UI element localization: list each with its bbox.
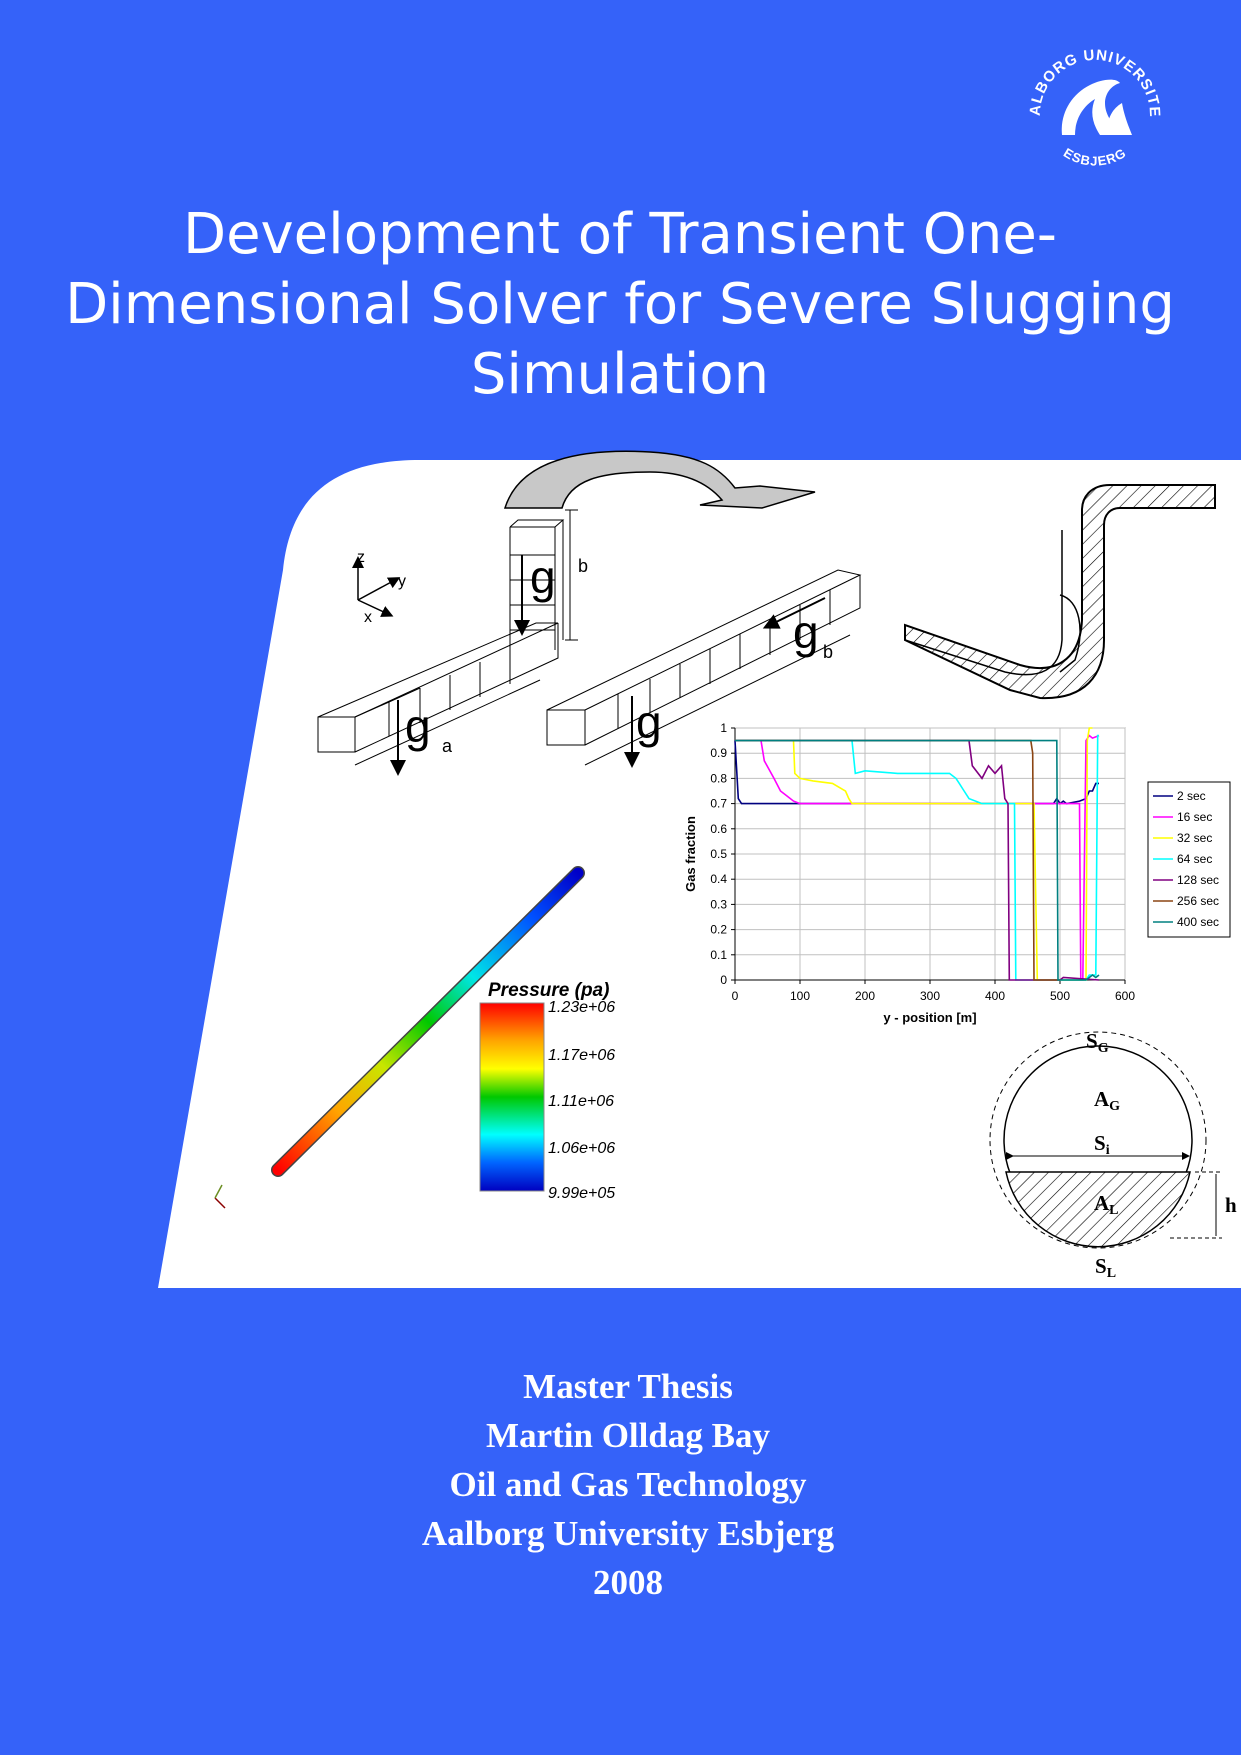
axis-z-label: z <box>357 549 365 566</box>
thesis-title: Development of Transient One- Dimensiona… <box>20 200 1220 410</box>
pressure-tick: 1.23e+06 <box>548 999 615 1016</box>
curved-arrow-icon <box>503 450 816 509</box>
pressure-legend-ticks: 1.23e+06 1.17e+06 1.11e+06 1.06e+06 9.99… <box>548 999 615 1202</box>
al-subscript: L <box>1109 1203 1118 1218</box>
x-tick-label: 0 <box>732 989 739 1003</box>
ag-label: A <box>1094 1087 1110 1111</box>
y-tick-label: 0.2 <box>710 923 727 937</box>
series-line <box>735 727 1093 981</box>
sl-label: S <box>1095 1254 1107 1278</box>
svg-text:AG: AG <box>1094 1087 1120 1114</box>
pressure-tick: 9.99e+05 <box>548 1185 615 1202</box>
y-tick-label: 0.6 <box>710 822 727 836</box>
axis-x-label: x <box>364 609 372 626</box>
gravity-label-b: b <box>823 642 833 662</box>
svg-text:SL: SL <box>1095 1254 1116 1281</box>
pressure-color-bar <box>479 1002 545 1192</box>
footer-year: 2008 <box>593 1563 663 1602</box>
si-subscript: i <box>1106 1143 1110 1158</box>
logo-text-bottom: ESBJERG <box>1061 145 1128 169</box>
legend-label: 2 sec <box>1177 789 1206 803</box>
x-tick-label: 100 <box>790 989 810 1003</box>
legend-label: 128 sec <box>1177 873 1219 887</box>
x-tick-label: 500 <box>1050 989 1070 1003</box>
svg-text:ESBJERG: ESBJERG <box>1061 145 1129 169</box>
length-label: b <box>578 556 588 576</box>
gravity-symbol-left: g <box>405 700 431 752</box>
svg-text:Si: Si <box>1094 1131 1110 1158</box>
pressure-legend-title: Pressure (pa) <box>488 980 609 1001</box>
al-label: A <box>1094 1191 1110 1215</box>
legend-label: 16 sec <box>1177 810 1212 824</box>
x-tick-label: 600 <box>1115 989 1135 1003</box>
legend-label: 400 sec <box>1177 915 1219 929</box>
title-line-2: Dimensional Solver for Severe Slugging <box>65 272 1175 337</box>
x-tick-label: 200 <box>855 989 875 1003</box>
pressure-tick: 1.06e+06 <box>548 1140 615 1157</box>
ag-subscript: G <box>1109 1099 1120 1114</box>
pressure-tick: 1.17e+06 <box>548 1047 615 1064</box>
legend-label: 32 sec <box>1177 831 1212 845</box>
footer-author: Martin Olldag Bay <box>486 1416 770 1455</box>
series-line <box>735 739 1100 981</box>
logo-waves-icon <box>1061 79 1132 135</box>
footer-program: Oil and Gas Technology <box>449 1465 807 1504</box>
gravity-label-a: a <box>442 736 453 756</box>
straight-pipe-grid <box>546 569 862 766</box>
title-line-1: Development of Transient One- <box>182 202 1058 267</box>
small-axes-icon <box>214 1184 226 1209</box>
y-tick-label: 0 <box>720 973 727 987</box>
y-tick-label: 0.9 <box>710 746 727 760</box>
pressure-pipe <box>271 866 585 1177</box>
si-label: S <box>1094 1131 1106 1155</box>
y-tick-label: 0.5 <box>710 847 727 861</box>
svg-text:AL: AL <box>1094 1191 1119 1218</box>
legend-label: 256 sec <box>1177 894 1219 908</box>
university-logo: AALBORG UNIVERSITET ESBJERG <box>1020 35 1162 169</box>
series-line <box>735 734 1099 981</box>
x-tick-label: 300 <box>920 989 940 1003</box>
y-axis-label: Gas fraction <box>683 816 698 892</box>
y-tick-label: 0.1 <box>710 948 727 962</box>
riser-pipe-drawing <box>904 484 1216 700</box>
coordinate-axes <box>352 556 401 617</box>
gas-fraction-chart: 0 0.1 0.2 0.3 0.4 0.5 0.6 0.7 0.8 0.9 1 0 100 200 300 4… <box>683 721 1231 1025</box>
h-label: h <box>1225 1193 1237 1217</box>
pressure-tick: 1.11e+06 <box>548 1093 614 1110</box>
gravity-symbol-right: g <box>636 696 662 748</box>
thesis-footer: Master Thesis Martin Olldag Bay Oil and … <box>300 1362 956 1607</box>
x-axis-label: y - position [m] <box>883 1010 976 1025</box>
series-line <box>734 740 1099 805</box>
legend-label: 64 sec <box>1177 852 1212 866</box>
y-tick-label: 0.7 <box>710 797 727 811</box>
sl-subscript: L <box>1107 1266 1116 1281</box>
sg-subscript: G <box>1098 1041 1109 1056</box>
footer-university: Aalborg University Esbjerg <box>421 1514 835 1553</box>
y-tick-label: 0.4 <box>710 872 727 886</box>
l-pipe-grid <box>317 509 578 766</box>
axis-y-label: y <box>398 573 406 590</box>
gravity-symbol-incline: g <box>793 606 819 658</box>
y-tick-label: 0.8 <box>710 771 727 785</box>
stratified-cross-section: SG AG Si AL SL h <box>989 1029 1237 1281</box>
y-tick-label: 0.3 <box>710 897 727 911</box>
title-line-3: Simulation <box>470 342 770 407</box>
x-tick-label: 400 <box>985 989 1005 1003</box>
gravity-arrows <box>390 555 826 776</box>
sg-label: S <box>1086 1029 1098 1053</box>
svg-text:SG: SG <box>1086 1029 1109 1056</box>
gravity-symbol-vertical: g <box>530 551 556 603</box>
footer-degree: Master Thesis <box>523 1367 733 1406</box>
y-tick-label: 1 <box>720 721 727 735</box>
